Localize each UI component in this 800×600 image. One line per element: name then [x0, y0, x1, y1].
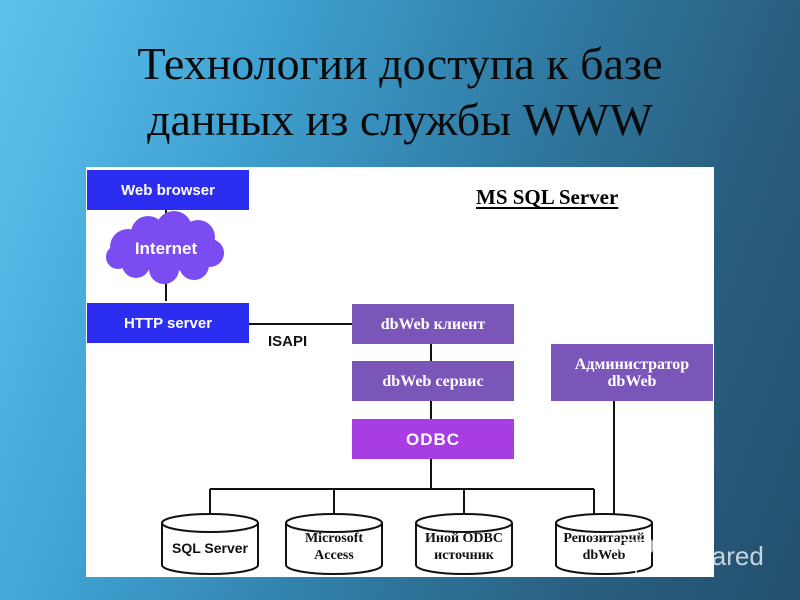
isapi-label: ISAPI [268, 333, 308, 350]
http-server-label: HTTP server [123, 314, 213, 332]
dbweb-admin-label-line-2: dbWeb [607, 372, 657, 390]
slide-title: Технологии доступа к базе данных из служ… [0, 36, 800, 148]
odbc-label: ODBC [405, 429, 461, 449]
watermark: Shared [612, 536, 788, 576]
odbc-box: ODBC [352, 419, 514, 459]
dbweb-client-box: dbWeb клиент [352, 304, 514, 344]
internet-label: Internet [134, 239, 198, 258]
dbweb-service-label: dbWeb сервис [382, 372, 484, 390]
web-browser-label: Web browser [121, 181, 215, 199]
dbweb-service-box: dbWeb сервис [352, 361, 514, 401]
dbweb-admin-label-line-1: Администратор [574, 355, 690, 373]
database-cylinder-icons [161, 513, 653, 575]
http-server-box: HTTP server [87, 303, 249, 343]
odbc-source-db-label: Иной ODBC источник [425, 531, 503, 563]
slide-title-line-1: Технологии доступа к базе [137, 38, 663, 89]
dbweb-client-label: dbWeb клиент [380, 315, 486, 333]
web-browser-box: Web browser [87, 170, 249, 210]
internet-cloud-icon [106, 211, 224, 284]
access-db-label: Microsoft Access [304, 531, 364, 563]
slide-title-line-2: данных из службы WWW [147, 94, 653, 145]
dbweb-admin-box: Администратор dbWeb [551, 344, 713, 401]
myshared-logo-icon [619, 539, 653, 574]
ms-sql-server-label: MS SQL Server [476, 185, 619, 209]
architecture-diagram: Web browser Internet HTTP server ISAPI M… [86, 167, 714, 577]
repository-db-label: Репозитарий dbWeb [563, 531, 645, 563]
diagram-connectors [106, 210, 653, 575]
sql-server-db-label: SQL Server [171, 539, 248, 556]
watermark-brand: Shared [680, 541, 764, 571]
